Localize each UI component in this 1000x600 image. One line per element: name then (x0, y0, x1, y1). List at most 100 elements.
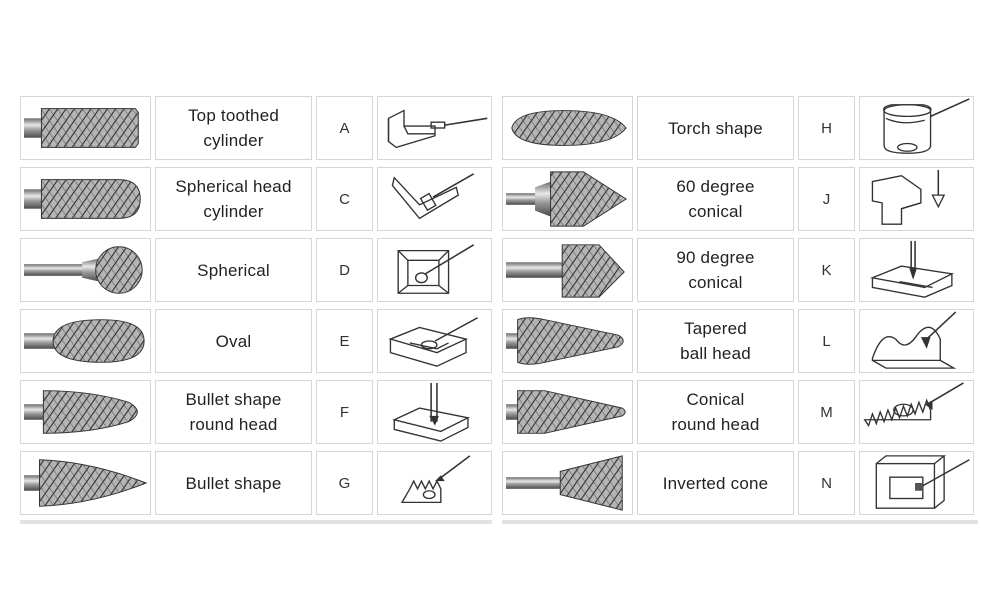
application-image-cell (377, 167, 492, 231)
curved-block-icon (871, 311, 956, 369)
application-image-cell (859, 451, 974, 515)
cone-60-icon (505, 171, 627, 227)
hollow-box-icon (875, 455, 970, 509)
burr-name: Spherical head cylinder (175, 177, 292, 221)
table-edge-right (502, 520, 978, 524)
burr-code-cell: H (798, 96, 855, 160)
saw-gear-icon (862, 382, 964, 428)
burr-name: Spherical (197, 260, 270, 280)
burr-code: H (821, 119, 832, 137)
burr-image-cell (20, 96, 151, 160)
plate-hole-icon (869, 240, 954, 298)
burr-name: Torch shape (668, 118, 763, 138)
burr-name: Inverted cone (662, 473, 769, 493)
table-row: Oval E (20, 309, 492, 373)
burr-code-cell: F (316, 380, 373, 444)
table-row: Tapered ball head L (502, 309, 974, 373)
burr-name-cell: Bullet shape round head (155, 380, 312, 444)
application-image-cell (377, 238, 492, 302)
table-row: 90 degree conical K (502, 238, 974, 302)
application-image-cell (377, 309, 492, 373)
burr-image-cell (502, 380, 633, 444)
burr-code: N (821, 474, 832, 492)
burr-image-cell (20, 167, 151, 231)
burr-code: M (820, 403, 833, 421)
application-image-cell (377, 96, 492, 160)
burr-name: 90 degree conical (676, 248, 755, 292)
burr-code-cell: J (798, 167, 855, 231)
application-image-cell (859, 380, 974, 444)
burr-code-cell: M (798, 380, 855, 444)
burr-name-cell: Spherical (155, 238, 312, 302)
burr-name-cell: Tapered ball head (637, 309, 794, 373)
application-image-cell (859, 309, 974, 373)
cone-90-icon (505, 244, 625, 298)
groove-weld-icon (387, 317, 478, 367)
burr-code-cell: E (316, 309, 373, 373)
torch-icon (510, 110, 627, 146)
burr-name-cell: Spherical head cylinder (155, 167, 312, 231)
right-burr-table: Torch shape H 60 degree conical J (502, 96, 974, 522)
table-row: Torch shape H (502, 96, 974, 160)
burr-name-cell: 60 degree conical (637, 167, 794, 231)
burr-image-cell (502, 167, 633, 231)
burr-name: Tapered ball head (680, 319, 751, 363)
burr-image-cell (20, 238, 151, 302)
conical-round-icon (505, 390, 626, 434)
burr-name: Conical round head (671, 390, 760, 434)
burr-code-cell: C (316, 167, 373, 231)
burr-code-cell: L (798, 309, 855, 373)
burr-code: G (338, 474, 351, 492)
burr-image-cell (502, 309, 633, 373)
burr-image-cell (20, 309, 151, 373)
burr-code-cell: K (798, 238, 855, 302)
box-inside-corner-icon (397, 244, 474, 294)
application-image-cell (377, 380, 492, 444)
table-row: Bullet shape G (20, 451, 492, 515)
burr-code: K (821, 261, 832, 279)
burr-code: D (339, 261, 350, 279)
burr-code: E (339, 332, 350, 350)
angle-inside-icon (391, 173, 474, 220)
burr-name-cell: 90 degree conical (637, 238, 794, 302)
application-image-cell (377, 451, 492, 515)
burr-name: 60 degree conical (676, 177, 755, 221)
burr-image-cell (20, 451, 151, 515)
burr-name-cell: Bullet shape (155, 451, 312, 515)
burr-code-cell: A (316, 96, 373, 160)
burr-name-cell: Inverted cone (637, 451, 794, 515)
cylinder-head-icon (882, 98, 970, 154)
tapered-ball-icon (505, 317, 624, 365)
burr-name: Top toothed cylinder (187, 106, 280, 150)
ball-nose-cylinder-icon (23, 179, 141, 219)
application-image-cell (859, 96, 974, 160)
burr-image-cell (502, 451, 633, 515)
burr-name-cell: Top toothed cylinder (155, 96, 312, 160)
t-block-icon (871, 169, 945, 225)
burr-name-cell: Conical round head (637, 380, 794, 444)
burr-name: Bullet shape round head (185, 390, 282, 434)
burr-code: C (339, 190, 350, 208)
table-row: Spherical D (20, 238, 492, 302)
application-image-cell (859, 238, 974, 302)
application-image-cell (859, 167, 974, 231)
burr-name-cell: Oval (155, 309, 312, 373)
burr-image-cell (20, 380, 151, 444)
table-row: Inverted cone N (502, 451, 974, 515)
burr-code-cell: D (316, 238, 373, 302)
table-row: 60 degree conical J (502, 167, 974, 231)
burr-image-cell (502, 238, 633, 302)
table-row: Conical round head M (502, 380, 974, 444)
inverted-cone-icon (505, 455, 623, 511)
ball-icon (23, 246, 143, 294)
burr-name: Oval (215, 331, 252, 351)
vertical-hole-icon (391, 382, 470, 442)
table-edge-left (20, 520, 492, 524)
burr-name: Bullet shape (185, 473, 282, 493)
burr-code: A (339, 119, 350, 137)
oval-icon (23, 319, 145, 363)
burr-name-cell: Torch shape (637, 96, 794, 160)
burr-code: L (822, 332, 831, 350)
burr-code: F (339, 403, 350, 421)
left-burr-table: Top toothed cylinder A Spherical head cy… (20, 96, 492, 522)
